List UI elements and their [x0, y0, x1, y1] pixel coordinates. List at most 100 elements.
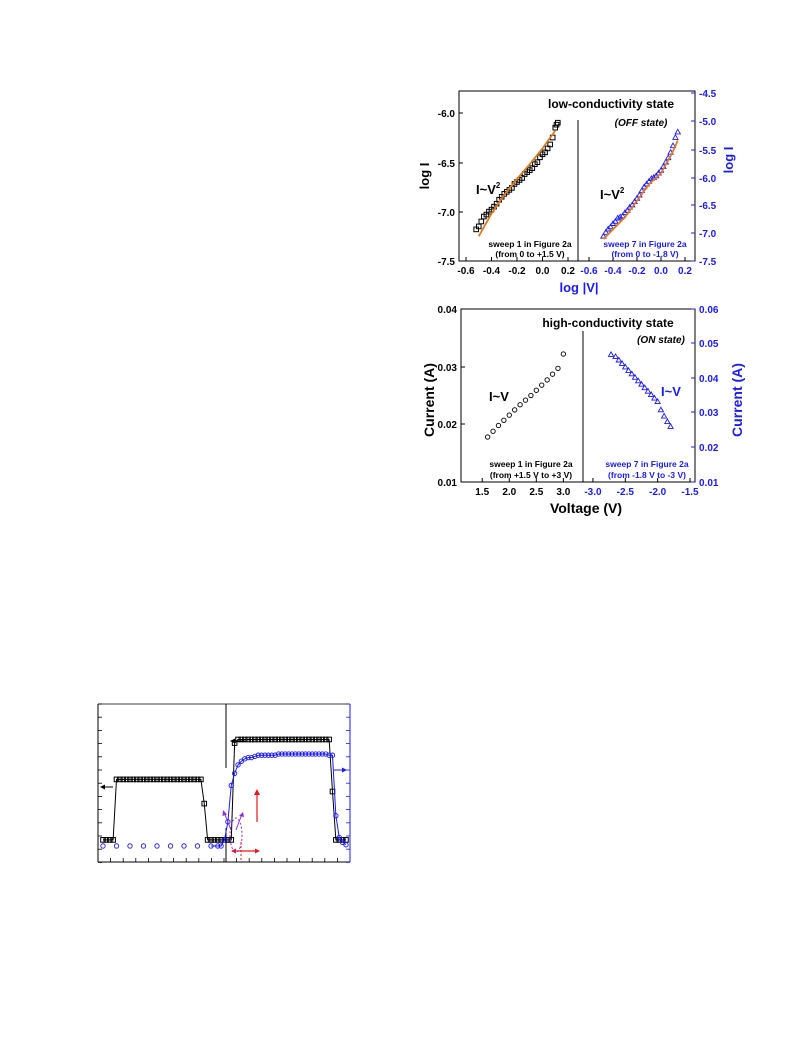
sweep-data-point	[164, 776, 170, 783]
off-right-x-tick-label: 0.2	[678, 266, 692, 277]
off-right-y-tick-label: -5.0	[699, 117, 717, 128]
on-left-y-ticks: 0.040.030.020.01	[438, 305, 465, 489]
sweep-data-point	[154, 843, 160, 849]
sweep-data-point	[123, 776, 130, 783]
sweep-data-point	[117, 776, 123, 783]
off-data-point	[547, 141, 553, 148]
sweep-data-point	[323, 751, 329, 757]
sweep-data-point	[252, 736, 258, 743]
sweep-data-point	[299, 736, 305, 743]
sweep-data-point	[238, 758, 245, 764]
up-arrow-red	[254, 789, 260, 822]
off-left-law-base: I~V	[476, 182, 496, 197]
sweep-data-point	[262, 736, 268, 743]
sweep-data-point	[238, 736, 245, 743]
sweep-data-point	[312, 751, 319, 757]
sweep-data-point	[285, 751, 292, 757]
on-left-y-tick-label: 0.02	[438, 420, 458, 431]
sweep-data-point	[245, 754, 251, 761]
off-data-point	[616, 213, 624, 220]
sweep-data-point	[184, 776, 191, 783]
off-state-chart: -6.0-6.5-7.0-7.5 -4.5-5.0-5.5-6.0-6.5-7.…	[417, 89, 736, 295]
on-data-point	[660, 412, 668, 419]
sweep-data-point	[100, 837, 106, 843]
sweep-data-point	[272, 736, 278, 743]
off-left-x-tick-label: -0.2	[508, 266, 526, 277]
on-right-y-tick-label: 0.02	[699, 443, 719, 454]
on-data-point	[647, 391, 655, 398]
off-left-y-tick-label: -6.5	[438, 159, 456, 170]
sweep-data-point	[329, 752, 336, 758]
left-arrow-black-1	[100, 784, 113, 790]
on-left-law: I~V	[489, 389, 509, 404]
off-data-point	[619, 212, 626, 219]
sweep-data-point	[198, 776, 204, 783]
sweep-data-point	[265, 736, 272, 743]
off-right-y-tick-label: -5.5	[699, 146, 717, 157]
on-data-point	[612, 353, 619, 359]
sweep-data-point	[316, 751, 322, 757]
off-right-x-tick-label: -0.4	[604, 266, 622, 277]
off-right-y-tick-label: -6.0	[699, 174, 717, 185]
off-data-point	[552, 124, 559, 131]
on-data-point	[615, 356, 623, 363]
off-left-y-tick-label: -7.5	[438, 257, 456, 268]
off-data-point	[607, 223, 614, 230]
off-left-caption-2: (from 0 to +1.5 V)	[495, 249, 564, 259]
off-fit-line	[602, 139, 679, 240]
sweep-data-point	[299, 751, 305, 757]
on-left-x-tick-label: 3.0	[556, 487, 570, 498]
sweep-data-point	[339, 839, 346, 845]
sweep-data-point	[255, 752, 261, 758]
on-left-y-tick-label: 0.03	[438, 363, 458, 374]
sweep-data-point	[326, 736, 332, 743]
sweep-data-point	[279, 751, 285, 757]
off-data-point	[648, 175, 655, 181]
on-left-y-tick-label: 0.04	[438, 305, 458, 316]
on-left-x-tick-label: 2.0	[502, 487, 516, 498]
off-x-label: log |V|	[559, 280, 598, 295]
sweep-chart	[97, 703, 351, 863]
on-right-x-tick-label: -1.5	[681, 487, 699, 498]
off-subtitle: (OFF state)	[615, 118, 668, 129]
sweep-data-point	[140, 843, 147, 849]
on-right-caption-1: sweep 7 in Figure 2a	[605, 459, 688, 469]
right-arrow-blue	[334, 767, 347, 773]
on-data-point	[657, 406, 665, 413]
on-data-point	[506, 412, 512, 418]
sweep-data-point	[235, 736, 241, 743]
sweep-data-point	[106, 837, 113, 843]
sweep-data-point	[295, 736, 302, 743]
off-right-law: I~V2	[600, 186, 625, 202]
sweep-data-point	[272, 752, 278, 758]
on-right-y-tick-label: 0.04	[699, 374, 719, 385]
on-right-y-ticks: 0.060.050.040.030.020.01	[691, 305, 719, 489]
on-right-x-ticks: -3.0-2.5-2.0-1.5	[584, 478, 699, 498]
sweep-data-point	[319, 751, 326, 757]
sweep-data-point	[309, 751, 315, 757]
on-left-x-tick-label: 1.5	[475, 487, 489, 498]
sweep-data-point	[204, 837, 211, 843]
diag-arrow-violet-2	[235, 812, 244, 831]
off-right-series	[600, 128, 682, 240]
off-right-y-label: log I	[721, 147, 736, 174]
sweep-data-point	[275, 751, 282, 757]
off-left-law: I~V2	[476, 181, 501, 197]
on-subtitle: (ON state)	[637, 335, 685, 346]
on-data-point	[533, 387, 539, 393]
on-x-label: Voltage (V)	[550, 500, 622, 516]
on-data-point	[607, 350, 615, 357]
sweep-data-point	[228, 837, 235, 843]
on-data-point	[644, 387, 652, 394]
sweep-data-point	[312, 736, 319, 743]
off-right-y-tick-label: -6.5	[699, 201, 717, 212]
sweep-data-point	[268, 736, 275, 743]
sweep-data-point	[127, 843, 133, 849]
sweep-data-point	[242, 756, 248, 762]
on-data-point	[528, 392, 534, 399]
sweep-data-point	[275, 736, 282, 743]
off-title: low-conductivity state	[548, 97, 674, 111]
off-right-y-tick-label: -7.5	[699, 257, 717, 268]
off-right-x-tick-label: 0.0	[654, 266, 668, 277]
sweep-data-point	[137, 776, 143, 783]
